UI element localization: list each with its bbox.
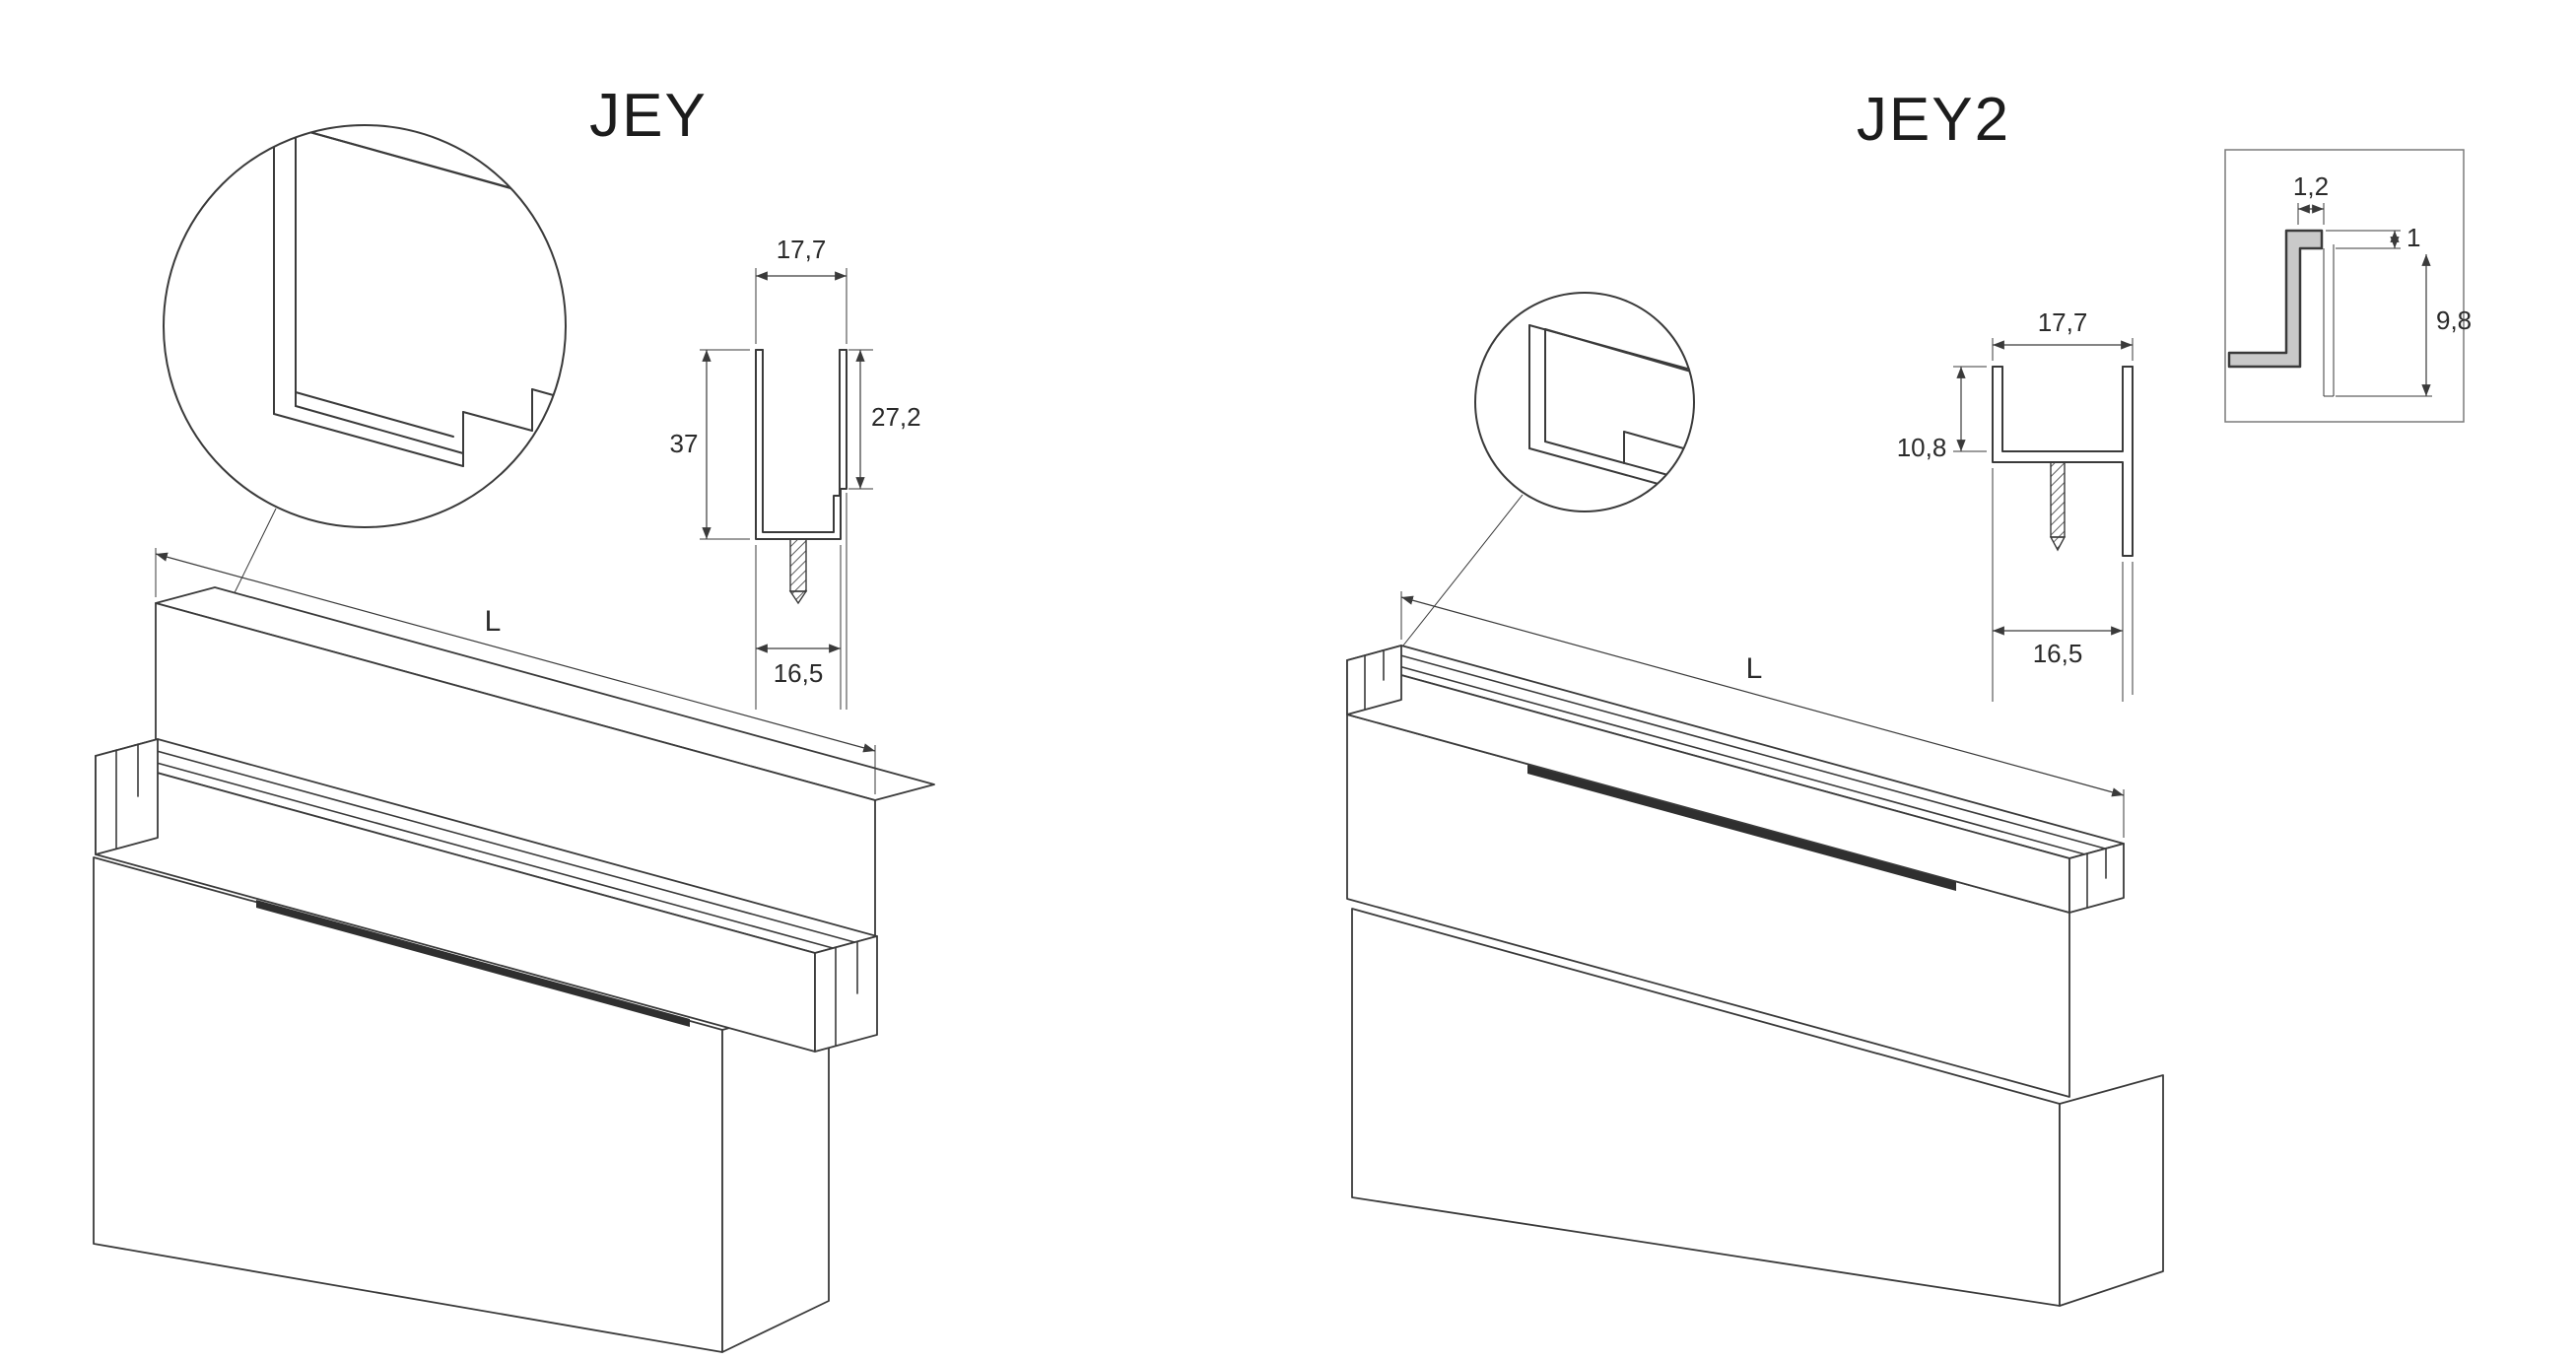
jey2-dim-left-height-label: 10,8 xyxy=(1897,433,1947,462)
jey-dim-right-height-label: 27,2 xyxy=(871,402,921,432)
jey2-detail-leader-line xyxy=(1398,494,1524,651)
jey2-detail-profile-shape xyxy=(2227,229,2324,369)
jey-dim-right-height: 27,2 xyxy=(848,349,921,490)
jey-dim-left-height-label: 37 xyxy=(670,429,699,458)
jey-dim-top-width: 17,7 xyxy=(755,235,847,344)
jey-isometric-view: L xyxy=(93,548,935,1353)
jey2-dim-left-height: 10,8 xyxy=(1897,366,1987,462)
jey-cross-section: 17,7 37 27,2 16,5 xyxy=(670,235,921,710)
jey2-detail-dim-lip: 1 xyxy=(2326,223,2420,252)
jey-dim-bottom-width-label: 16,5 xyxy=(774,658,824,688)
jey-length-dimension: L xyxy=(155,548,876,794)
jey-screw xyxy=(788,538,808,605)
jey2-detail-dim-ledge: 1,2 xyxy=(2293,171,2329,225)
jey2-detail-circle xyxy=(1398,292,1695,651)
jey2-length-dimension: L xyxy=(1400,591,2125,838)
jey2-detail-dim-depth: 9,8 xyxy=(2336,254,2472,397)
jey2-screw xyxy=(2049,461,2067,552)
jey-dim-left-height: 37 xyxy=(670,349,750,540)
jey2-length-label: L xyxy=(1746,652,1763,685)
jey2-dim-top-width: 17,7 xyxy=(1992,307,2134,361)
jey2-lower-panel-side-face xyxy=(2059,1074,2164,1307)
jey2-detail-dim-lip-label: 1 xyxy=(2407,223,2420,252)
jey-dim-top-width-label: 17,7 xyxy=(777,235,827,264)
jey2-dim-top-width-label: 17,7 xyxy=(2038,307,2088,337)
jey-lower-panel-side-face xyxy=(721,999,830,1353)
jey2-dim-bottom-width-label: 16,5 xyxy=(2033,639,2083,668)
jey-length-label: L xyxy=(485,605,502,638)
jey2-isometric-view: L xyxy=(1346,591,2164,1307)
jey2-detail-box: 1,2 1 9,8 xyxy=(2224,149,2472,423)
jey-title: JEY xyxy=(589,82,708,150)
jey-grip-slot xyxy=(256,900,690,1027)
jey2-detail-dim-depth-label: 9,8 xyxy=(2436,306,2472,335)
jey2-cross-section: 17,7 10,8 16,5 xyxy=(1897,307,2134,702)
jey-handle-profile xyxy=(95,738,878,1053)
jey2-detail-dim-ledge-label: 1,2 xyxy=(2293,171,2329,201)
jey2-title: JEY2 xyxy=(1857,86,2010,154)
